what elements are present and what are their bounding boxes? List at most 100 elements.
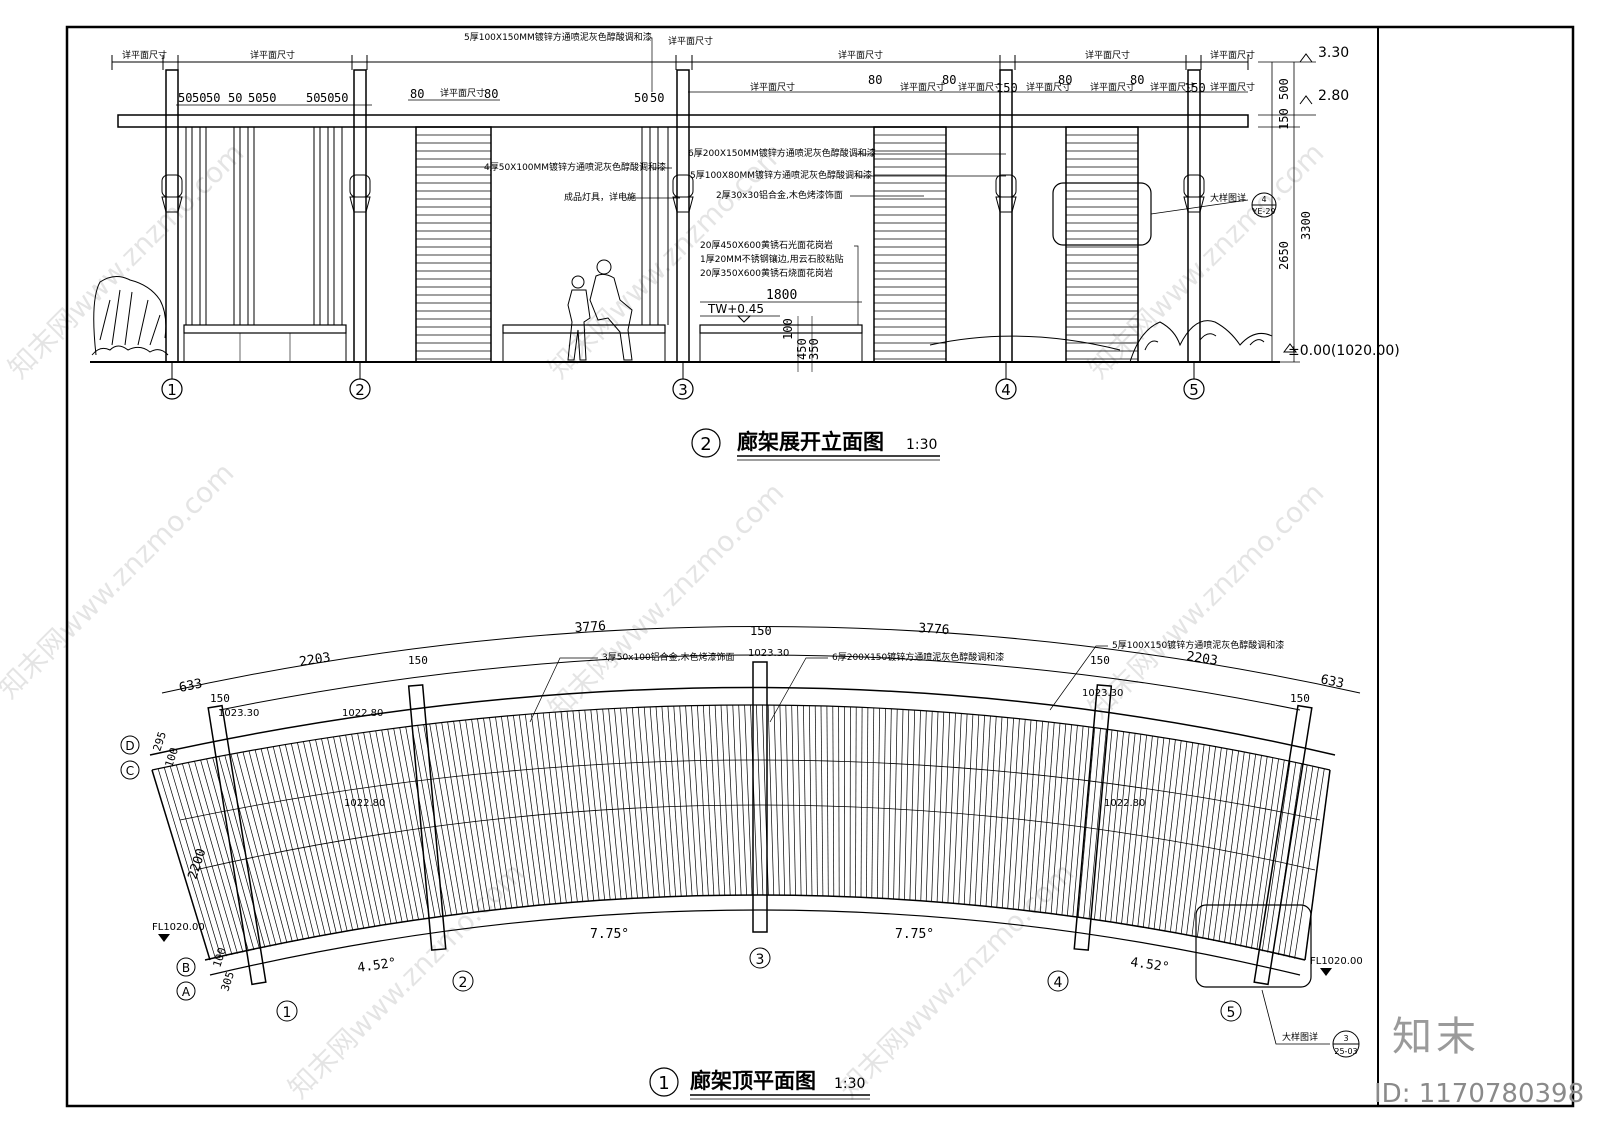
watermark-8: 知末网www.znzmo.com [832, 856, 1081, 1105]
dim-arc-inner [219, 654, 1301, 711]
arc-dim-3776b: 3776 [918, 621, 950, 638]
ref-dim-3: 详平面尺寸 [668, 35, 713, 47]
plant-right [1129, 320, 1273, 363]
arc-dim-150: 150 [750, 624, 772, 638]
roof-slat [224, 755, 277, 946]
roof-slat [985, 716, 997, 907]
roof-slat [321, 738, 365, 929]
roof-slat [524, 714, 551, 905]
roof-slat [1077, 727, 1096, 918]
roof-slat [447, 721, 480, 912]
roof-slat [744, 704, 753, 896]
roof-slat [974, 715, 985, 906]
elev-axis-2: 2 [355, 381, 365, 399]
dim-150-v: 150 [1277, 108, 1291, 130]
roof-slat [826, 706, 829, 897]
roof-slat [808, 705, 813, 896]
roof-slat [1126, 735, 1147, 926]
row-axis-c: C [126, 764, 134, 778]
roof-slat [773, 705, 780, 896]
roof-slat [182, 763, 238, 954]
roof-slat [1159, 740, 1182, 931]
roof-slat [893, 709, 898, 900]
ref-dim-4: 详平面尺寸 [838, 49, 883, 61]
plan-axis-1: 1 [283, 1005, 292, 1021]
roof-slat [626, 707, 644, 898]
roof-slat [157, 768, 216, 959]
roof-slat [1094, 729, 1113, 921]
roof-slat [1229, 754, 1257, 945]
roof-slat [290, 743, 337, 934]
plan-levels: 1023.30 1022.80 1023.30 1023.30 1022.80 … [152, 648, 1363, 976]
ref-dim-12: 详平面尺寸 [1090, 81, 1135, 93]
level-beam: 2.80 [1318, 88, 1349, 104]
roof-slat [1012, 719, 1026, 910]
dim-50-b: 50 [192, 91, 206, 105]
dim-2650: 2650 [1277, 241, 1291, 270]
roof-slat [708, 705, 720, 896]
arc-dim-633b: 633 [1319, 672, 1345, 692]
roof-slat [820, 705, 824, 896]
angle-2: 7.75° [590, 927, 629, 942]
roof-slat [980, 715, 991, 906]
roof-slat [590, 709, 611, 900]
roof-slat [1175, 743, 1199, 934]
detail-sheet-e: YE-29 [1251, 207, 1275, 216]
roof-slat [953, 713, 962, 904]
roof-slat [1294, 768, 1325, 959]
note-p1: 3厚50x100铝合金,木色烤漆饰面 [602, 651, 735, 663]
canopy-edge-a [209, 909, 1301, 976]
dim-150-a: 150 [996, 81, 1018, 95]
roof-slat [206, 758, 260, 949]
roof-slat [584, 710, 606, 901]
roof-slat [327, 737, 370, 928]
roof-slat [560, 711, 584, 902]
roof-slat [631, 707, 649, 898]
roof-slat [375, 730, 414, 921]
roof-slat [732, 705, 742, 896]
roof-slat [1034, 721, 1049, 912]
roof-slat [720, 705, 731, 896]
roof-slat [942, 712, 951, 903]
roof-slat [898, 709, 904, 900]
roof-slat [194, 761, 249, 952]
roof-slat [882, 708, 886, 899]
detail-sheet-p: 25-03 [1334, 1047, 1357, 1056]
roof-slat [309, 740, 354, 931]
roof-slat [714, 705, 726, 896]
roof-slat [602, 709, 622, 900]
roof-slat [236, 753, 288, 944]
elevation-view: 详平面尺寸 详平面尺寸 详平面尺寸 详平面尺寸 详平面尺寸 详平面尺寸 [90, 31, 1400, 461]
roof-slat [1283, 766, 1314, 957]
level-p2: 1022.80 [342, 708, 383, 719]
plan-number: 1 [658, 1073, 669, 1094]
dim-50-h: 50 [320, 91, 334, 105]
note-e2: 6厚200X150MM镀锌方通喷泥灰色醇酸调和漆 [688, 147, 876, 159]
note-p2: 6厚200X150镀锌方通喷泥灰色醇酸调和漆 [832, 651, 1004, 663]
roof-slat [649, 706, 666, 897]
roof-slat [303, 741, 348, 932]
roof-slat [1115, 733, 1136, 924]
ref-dim-14: 详平面尺寸 [1210, 81, 1255, 93]
roof-slat [465, 719, 496, 911]
roof-slat [566, 711, 589, 902]
note-p3: 5厚100X150镀锌方通喷泥灰色醇酸调和漆 [1112, 639, 1284, 651]
note-e7: 20厚450X600黄锈石光面花岗岩 [700, 239, 833, 251]
elev-axis-1: 1 [167, 381, 177, 399]
roof-slat [1191, 746, 1216, 937]
roof-slat [188, 762, 244, 953]
roof-slat [791, 705, 796, 896]
roof-slat [914, 710, 921, 901]
roof-slat [679, 705, 693, 896]
roof-slat [667, 706, 682, 897]
roof-slat [1164, 741, 1188, 932]
roof-slat [357, 733, 398, 924]
roof-slat [572, 710, 595, 901]
column-2 [349, 69, 371, 363]
elevation-notes: 5厚100X150MM镀锌方通喷泥灰色醇酸调和漆 6厚200X150MM镀锌方通… [464, 31, 1006, 325]
roof-slat [200, 759, 255, 951]
roof-slat [284, 744, 332, 935]
dim-50-a: 50 [178, 91, 192, 105]
arc-dim-633a: 633 [178, 676, 204, 696]
roof-slat [803, 705, 807, 896]
